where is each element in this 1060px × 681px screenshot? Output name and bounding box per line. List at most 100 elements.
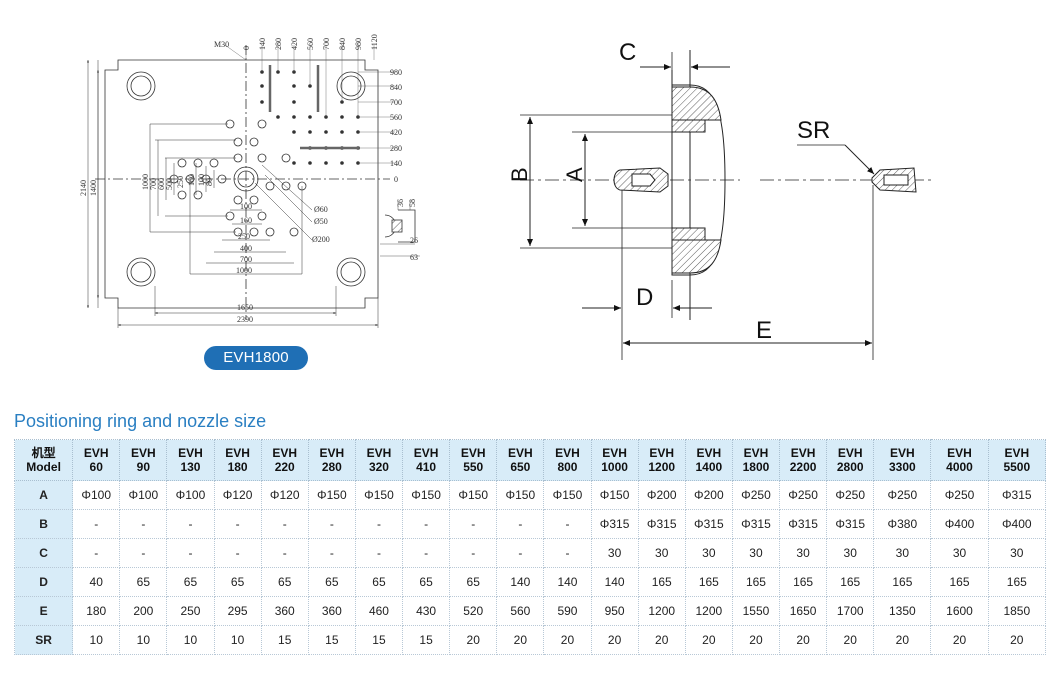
model-number: 1200 xyxy=(648,460,676,474)
table-cell: Φ315 xyxy=(637,509,686,539)
table-cell: 360 xyxy=(260,596,309,626)
table-cell: 1650 xyxy=(779,596,828,626)
dim-inner-1000: 1000 xyxy=(141,174,150,190)
right-scale-280: 280 xyxy=(390,144,402,153)
dim-bottom-1000: 1000 xyxy=(236,266,252,275)
platen-labels: M30 0 140 280 420 560 700 840 980 1120 9… xyxy=(79,34,418,324)
table-cell: - xyxy=(354,509,404,539)
model-number: 60 xyxy=(89,460,103,474)
table-cell: 1700 xyxy=(826,596,875,626)
table-cell: 20 xyxy=(449,625,498,655)
table-cell: 1350 xyxy=(873,596,932,626)
table-cell: - xyxy=(496,509,545,539)
table-cell: Φ315 xyxy=(731,509,781,539)
table-cell: 165 xyxy=(930,567,989,597)
dia-60: Ø60 xyxy=(314,205,328,214)
model-prefix: EVH xyxy=(131,446,156,460)
table-cell: - xyxy=(260,538,309,568)
right-scale-700: 700 xyxy=(390,98,402,107)
dim-bottom-700: 700 xyxy=(240,255,252,264)
side-63: 63 xyxy=(410,253,418,262)
platen-drawing xyxy=(87,44,420,328)
table-cell: Φ120 xyxy=(260,480,309,510)
dim-1650: 1650 xyxy=(237,303,253,312)
model-prefix: EVH xyxy=(837,446,863,460)
top-scale-140: 140 xyxy=(258,38,267,50)
side-26: 26 xyxy=(410,236,418,245)
table-cell: 30 xyxy=(873,538,932,568)
model-number: 2200 xyxy=(789,460,817,474)
table-cell: 65 xyxy=(354,567,404,597)
table-cell: 30 xyxy=(779,538,828,568)
dim-2390: 2390 xyxy=(237,315,253,324)
model-number: 320 xyxy=(368,460,389,474)
dim-1400: 1400 xyxy=(89,180,98,196)
side-58: 58 xyxy=(408,199,417,207)
table-cell: 1600 xyxy=(930,596,989,626)
table-cell: Φ315 xyxy=(779,509,828,539)
table-cell: - xyxy=(72,538,121,568)
table-cell: - xyxy=(307,538,356,568)
table-cell: - xyxy=(213,509,262,539)
table-cell: 65 xyxy=(307,567,356,597)
model-prefix: EVH xyxy=(890,446,915,460)
table-cell: Φ150 xyxy=(543,480,592,510)
model-number: 800 xyxy=(557,460,578,474)
table-cell: - xyxy=(354,538,404,568)
dim-bottom-400: 400 xyxy=(240,244,252,253)
table-cell: Φ250 xyxy=(779,480,828,510)
row-label: B xyxy=(13,509,74,539)
table-cell: Φ100 xyxy=(119,480,168,510)
model-prefix: EVH xyxy=(272,446,298,460)
table-cell: 65 xyxy=(449,567,498,597)
model-prefix: EVH xyxy=(319,446,345,460)
table-cell: 590 xyxy=(543,596,592,626)
table-cell: Φ250 xyxy=(873,480,932,510)
model-number: 550 xyxy=(463,460,484,474)
table-cell: Φ315 xyxy=(590,509,639,539)
m30-label: M30 xyxy=(214,40,229,49)
model-prefix: EVH xyxy=(225,446,250,460)
table-cell: Φ150 xyxy=(307,480,356,510)
table-cell: 165 xyxy=(873,567,932,597)
row-label: SR xyxy=(13,625,74,655)
table-cell: 560 xyxy=(496,596,545,626)
table-cell: - xyxy=(402,509,451,539)
table-cell: - xyxy=(72,509,121,539)
dim-inner-80: 80 xyxy=(205,178,214,186)
row-label: D xyxy=(13,567,74,597)
table-cell: - xyxy=(166,538,215,568)
model-prefix: EVH xyxy=(555,446,580,460)
table-cell: Φ380 xyxy=(873,509,932,539)
top-scale-840: 840 xyxy=(338,38,347,50)
model-prefix: EVH xyxy=(1004,446,1030,460)
table-cell: 30 xyxy=(684,538,733,568)
model-prefix: EVH xyxy=(83,446,109,460)
table-cell: Φ315 xyxy=(684,509,733,539)
table-cell: 20 xyxy=(731,625,781,655)
model-prefix: EVH xyxy=(947,446,972,460)
table-cell: Φ150 xyxy=(402,480,451,510)
table-cell: Φ200 xyxy=(637,480,686,510)
dia-200: Ø200 xyxy=(312,235,330,244)
model-label-pill: EVH1800 xyxy=(204,346,308,370)
table-cell: 15 xyxy=(354,625,404,655)
table-cell: 165 xyxy=(826,567,875,597)
top-scale-980: 980 xyxy=(354,38,363,50)
table-cell: 30 xyxy=(987,538,1047,568)
model-number: 5500 xyxy=(1003,460,1031,474)
model-number: 220 xyxy=(274,460,295,474)
table-cell: Φ150 xyxy=(496,480,545,510)
